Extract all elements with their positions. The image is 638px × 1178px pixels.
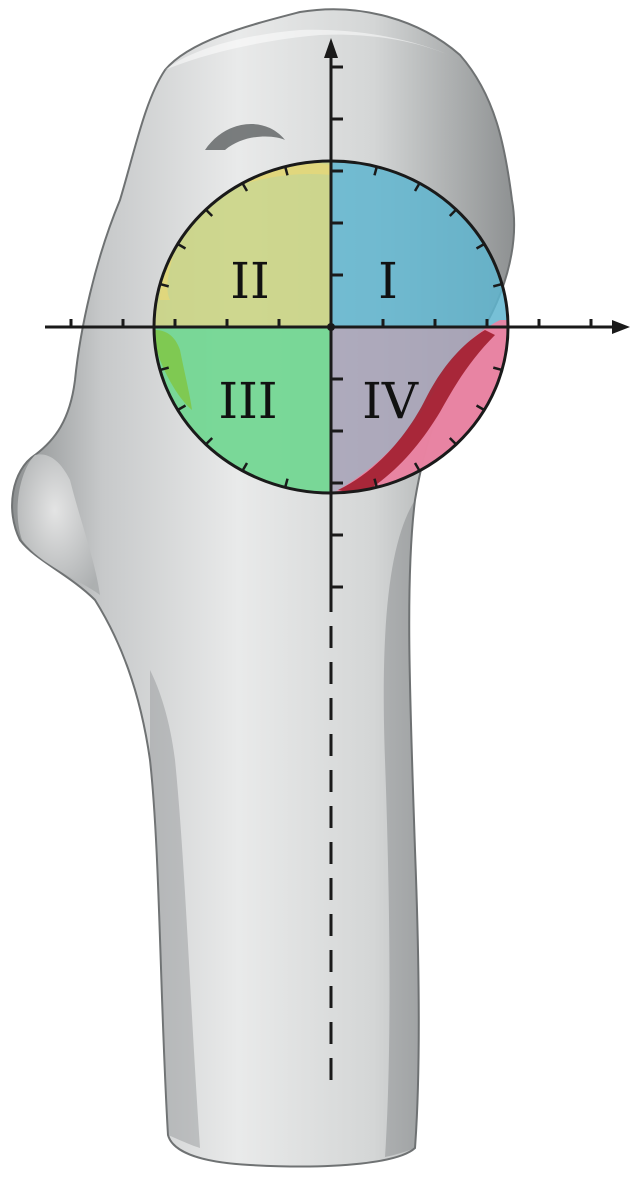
ellipse-rim-tick bbox=[241, 182, 249, 192]
ellipse-rim-tick bbox=[492, 282, 503, 288]
horizontal-axis-arrow bbox=[612, 320, 630, 334]
ellipse-rim-tick bbox=[204, 437, 214, 446]
shaft-shadow-right bbox=[383, 500, 419, 1157]
ellipse-rim-tick bbox=[159, 366, 170, 372]
ellipse-rim-tick bbox=[204, 208, 214, 217]
quadrant-label-IV: IV bbox=[362, 372, 419, 430]
axis-ticks bbox=[69, 65, 593, 589]
ellipse-rim-tick bbox=[448, 208, 458, 217]
ellipse-rim-tick bbox=[159, 282, 170, 288]
quadrant-label-II: II bbox=[230, 252, 270, 310]
coordinate-axes bbox=[45, 38, 630, 1085]
vertical-axis-arrow bbox=[324, 38, 338, 58]
ellipse-rim-tick bbox=[492, 366, 503, 372]
ellipse-rim-tick bbox=[413, 182, 421, 192]
ellipse-rim-tick bbox=[241, 462, 249, 472]
left-rim-overlay bbox=[154, 330, 192, 410]
upper-rim-shading bbox=[165, 29, 460, 70]
ellipse-rim-tick bbox=[177, 404, 187, 412]
ellipse-rim-tick bbox=[373, 478, 379, 488]
ellipse-rim-tick bbox=[475, 404, 485, 412]
bicipital-groove-shadow bbox=[205, 123, 285, 150]
ellipse-rim-tick bbox=[177, 242, 187, 250]
greater-tuberosity-shading bbox=[17, 454, 100, 595]
ellipse-rim-tick bbox=[448, 437, 458, 446]
quadrant-label-III: III bbox=[218, 372, 277, 430]
ellipse-rim-tick bbox=[475, 242, 485, 250]
ellipse-rim-ticks bbox=[154, 161, 508, 493]
inferior-posterior-dark-band bbox=[338, 330, 495, 493]
ellipse-rim-tick bbox=[283, 478, 289, 488]
ellipse-rim-tick bbox=[413, 462, 421, 472]
origin-point bbox=[327, 323, 335, 331]
shaft-shadow-left bbox=[150, 670, 200, 1148]
ellipse-rim-tick bbox=[283, 166, 289, 176]
ellipse-rim-tick bbox=[373, 166, 379, 176]
quadrant-label-I: I bbox=[378, 252, 398, 310]
